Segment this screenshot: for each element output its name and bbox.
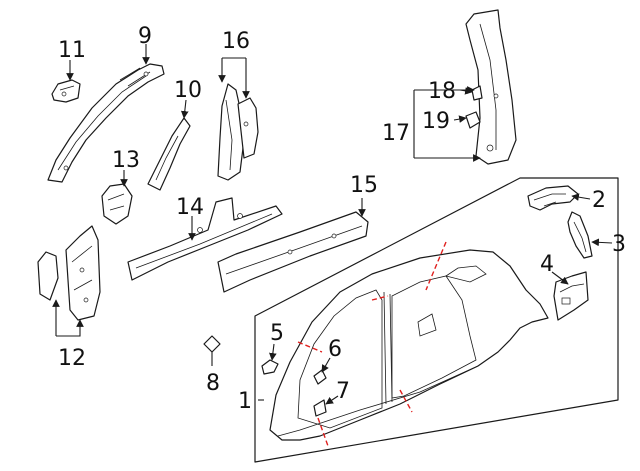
part-6-patch — [313, 369, 327, 385]
leader-3 — [591, 238, 613, 247]
callout-2: 2 — [592, 188, 606, 213]
callout-7: 7 — [336, 379, 350, 404]
part-1-rocker-line — [277, 365, 479, 437]
callout-19: 19 — [422, 109, 450, 134]
part-5-bracket — [261, 359, 279, 375]
part-1-cut-a-pillar — [297, 341, 323, 353]
part-10-pillar-strip — [147, 117, 191, 191]
leader-19 — [453, 115, 467, 123]
part-11-bracket — [51, 79, 81, 103]
leader-10 — [180, 99, 189, 119]
part-2-bracket — [527, 185, 579, 211]
leader-7 — [325, 395, 339, 405]
part-9-roof-rail — [47, 63, 165, 183]
leader-4 — [551, 271, 569, 285]
callout-3: 3 — [612, 232, 626, 257]
part-1-pillar-detail — [383, 291, 393, 405]
part-4-reinforcement — [553, 271, 589, 321]
part-1-cut-roof-rear — [425, 241, 447, 291]
callouts: 1 2 3 4 5 6 7 8 9 10 11 12 13 14 15 16 1… — [58, 24, 626, 414]
part-1-cut-rocker — [317, 417, 329, 447]
part-1-outline — [269, 249, 549, 441]
callout-16: 16 — [222, 29, 250, 54]
part-1-cut-b-pillar — [399, 389, 413, 413]
callout-18: 18 — [428, 79, 456, 104]
callout-15: 15 — [350, 173, 378, 198]
callout-13: 13 — [112, 148, 140, 173]
part-12-front-pillar — [37, 225, 101, 321]
leader-2 — [571, 193, 591, 201]
part-16-pillar-inner — [217, 83, 259, 181]
callout-5: 5 — [270, 321, 284, 346]
part-19-insert — [465, 111, 481, 129]
part-1-body-side-panel — [254, 177, 619, 463]
leader-12b — [56, 319, 84, 337]
leader-lines — [52, 44, 613, 405]
part-8-patch — [203, 335, 221, 353]
callout-12: 12 — [58, 346, 86, 371]
part-1-quarter-window — [445, 265, 487, 283]
callout-10: 10 — [174, 78, 202, 103]
leader-6 — [321, 357, 331, 373]
part-14-rocker-inner — [127, 197, 283, 281]
callout-4: 4 — [540, 252, 554, 277]
callout-8: 8 — [206, 371, 220, 396]
part-1-door-opening-rear — [391, 275, 477, 399]
leader-18 — [459, 87, 473, 95]
callout-17: 17 — [382, 121, 410, 146]
part-1-inner-panel — [417, 313, 437, 337]
part-17-rear-pillar — [465, 9, 517, 165]
part-13-bracket — [101, 183, 133, 225]
part-1-door-opening-front — [297, 289, 383, 429]
part-1-box — [254, 177, 619, 463]
part-7-patch — [313, 399, 327, 417]
part-1-cut-roof-front — [371, 295, 389, 301]
callout-14: 14 — [176, 195, 204, 220]
part-15-rocker-outer — [217, 211, 369, 293]
part-3-panel — [567, 211, 593, 259]
callout-1: 1 — [238, 389, 252, 414]
callout-6: 6 — [328, 337, 342, 362]
callout-9: 9 — [138, 24, 152, 49]
part-18-insert — [471, 85, 483, 101]
leader-5 — [269, 343, 277, 361]
callout-11: 11 — [58, 38, 86, 63]
